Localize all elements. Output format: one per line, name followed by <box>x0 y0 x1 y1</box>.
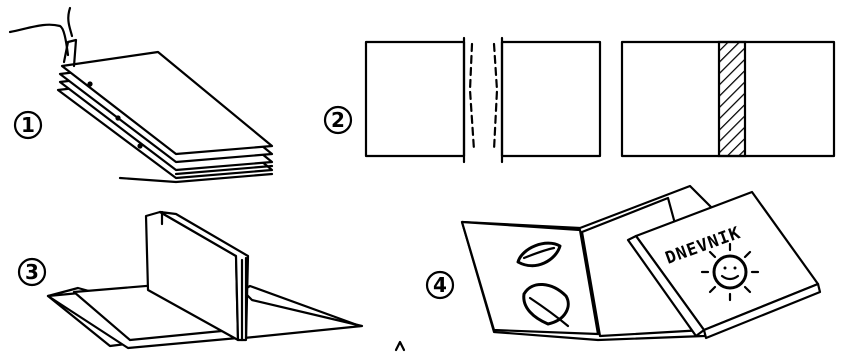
thread <box>8 23 70 57</box>
sun-icon <box>700 242 760 302</box>
binding-clip <box>62 38 78 68</box>
step-3-book <box>46 210 364 350</box>
top-sheet <box>60 50 274 156</box>
step-2-cover-with-spine <box>620 40 836 158</box>
step-2-right-page <box>492 36 602 164</box>
thread-end <box>67 6 74 38</box>
left-page <box>460 220 600 336</box>
step-1-stack <box>8 6 274 184</box>
leaf-icon <box>522 283 570 328</box>
svg-text:4: 4 <box>433 273 447 297</box>
punch-hole <box>87 81 93 87</box>
leaf-icon <box>516 241 562 268</box>
step-3-number: 3 <box>17 257 47 287</box>
step-4-closed-book: DNEVNIK <box>626 190 822 340</box>
step-1-number: 1 <box>13 110 43 140</box>
punch-hole <box>115 115 121 121</box>
svg-text:2: 2 <box>331 108 345 132</box>
step-2-left-page <box>364 36 476 164</box>
stray-mark <box>394 340 406 352</box>
svg-text:1: 1 <box>21 113 35 137</box>
svg-text:3: 3 <box>25 260 39 284</box>
punch-hole <box>137 143 143 149</box>
step-2-number: 2 <box>323 105 353 135</box>
hatched-spine <box>717 40 747 158</box>
step-4-number: 4 <box>425 270 455 300</box>
